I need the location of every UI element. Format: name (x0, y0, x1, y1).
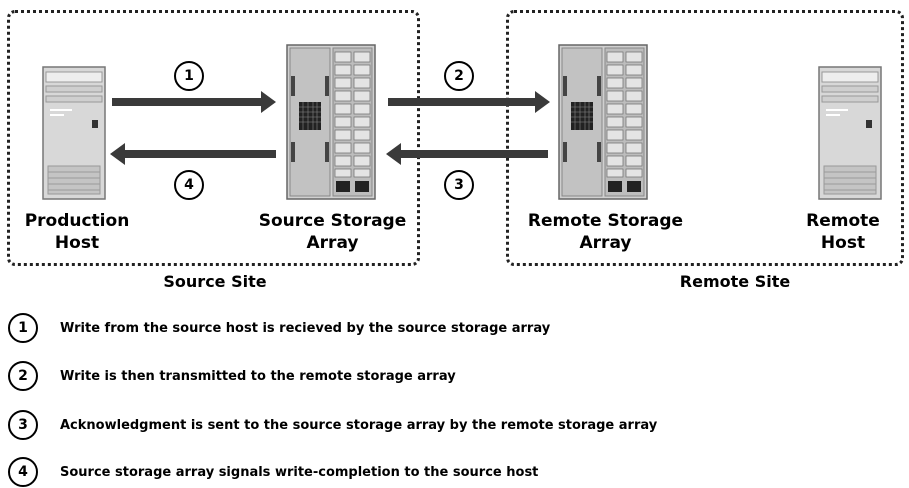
legend-badge-3: 3 (8, 410, 38, 440)
legend-badge-1: 1 (8, 313, 38, 343)
remote-site-label: Remote Site (679, 272, 791, 291)
arrow-4-completion-to-host (110, 143, 276, 165)
remote-host-icon (818, 66, 882, 200)
arrow-1-write-to-source-array (112, 91, 276, 113)
arrow-3-ack-to-source-array (386, 143, 548, 165)
remote-storage-label-line2: Array (579, 233, 632, 253)
production-host-icon (42, 66, 106, 200)
source-storage-array-label: Source Storage Array (240, 210, 425, 254)
legend-text-4: Source storage array signals write-compl… (60, 464, 539, 480)
source-storage-label-line1: Source Storage (258, 211, 407, 231)
legend-text-1: Write from the source host is recieved b… (60, 320, 551, 336)
step-badge-3: 3 (444, 170, 474, 200)
production-host-label-line2: Host (54, 233, 100, 253)
legend-text-3: Acknowledgment is sent to the source sto… (60, 417, 658, 433)
legend-row-3: 3 Acknowledgment is sent to the source s… (8, 409, 657, 441)
arrow-2-write-to-remote-array (388, 91, 550, 113)
legend-text-2: Write is then transmitted to the remote … (60, 368, 456, 384)
source-storage-array-icon (286, 44, 376, 200)
remote-host-label: Remote Host (788, 210, 898, 254)
legend-badge-4: 4 (8, 457, 38, 487)
remote-host-label-line1: Remote (806, 211, 880, 231)
remote-host-label-line2: Host (820, 233, 866, 253)
remote-storage-array-label: Remote Storage Array (513, 210, 698, 254)
source-site-box (7, 10, 420, 266)
legend-row-1: 1 Write from the source host is recieved… (8, 312, 550, 344)
production-host-label-line1: Production (24, 211, 130, 231)
source-site-label: Source Site (163, 272, 267, 291)
legend-row-4: 4 Source storage array signals write-com… (8, 456, 538, 488)
legend-badge-2: 2 (8, 361, 38, 391)
step-badge-4: 4 (174, 170, 204, 200)
remote-site-box (506, 10, 904, 266)
source-storage-label-line2: Array (306, 233, 359, 253)
production-host-label: Production Host (2, 210, 152, 254)
step-badge-2: 2 (444, 61, 474, 91)
step-badge-1: 1 (174, 61, 204, 91)
remote-storage-array-icon (558, 44, 648, 200)
remote-storage-label-line1: Remote Storage (527, 211, 684, 231)
legend-row-2: 2 Write is then transmitted to the remot… (8, 360, 456, 392)
